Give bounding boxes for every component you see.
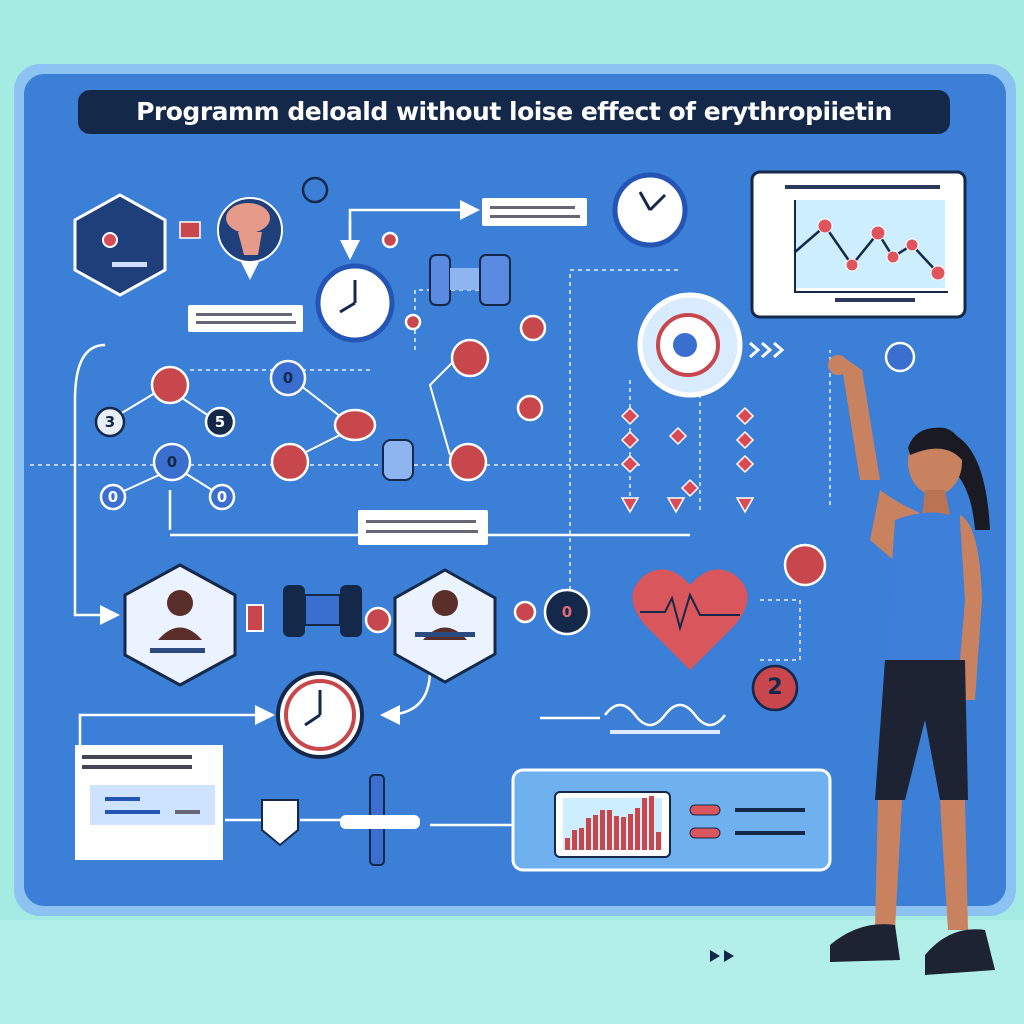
label-box (358, 510, 488, 545)
clock-icon (315, 263, 395, 343)
bar (593, 815, 598, 850)
bar (642, 798, 647, 850)
node-label: 0 (282, 369, 294, 387)
bar (649, 796, 654, 850)
capsule-icon (382, 439, 414, 481)
list-card (75, 745, 223, 860)
node-label: 5 (214, 413, 226, 431)
molecule-nodes (94, 176, 916, 712)
bar (600, 810, 605, 850)
bar (565, 838, 570, 850)
hexagon-card-top (73, 193, 167, 297)
bar (628, 814, 633, 850)
bar (614, 816, 619, 850)
bar (607, 810, 612, 850)
node-label: 0 (107, 488, 119, 506)
label-box (482, 198, 587, 226)
node-label: 2 (767, 675, 783, 700)
shield-icon (261, 799, 299, 847)
clock-icon (276, 671, 364, 759)
small-red-tag (246, 604, 264, 632)
node-label: 0 (216, 488, 228, 506)
node-label: 3 (104, 413, 116, 431)
bar (635, 808, 640, 850)
bar (621, 817, 626, 850)
bar (572, 830, 577, 850)
node-label: 0 (166, 453, 178, 471)
bar-chart-card (511, 768, 832, 872)
chevron-arrows-icon (749, 341, 785, 359)
hexagon-card-person-2 (393, 568, 497, 684)
diamond-chain (620, 406, 755, 514)
page-title: Programm deloald without loise effect of… (78, 90, 950, 134)
brain-icon (217, 197, 283, 263)
line-chart-card (750, 170, 967, 319)
small-red-tag (179, 221, 201, 239)
hexagon-card-person-1 (123, 563, 237, 687)
bar (579, 828, 584, 850)
dumbbell-icon (429, 254, 511, 306)
gauge-icon (637, 292, 743, 398)
wave-line (604, 703, 726, 727)
dumbbell-icon (283, 585, 362, 637)
dumbbell-icon (340, 774, 420, 866)
label-box (188, 305, 303, 332)
bar (656, 832, 661, 850)
node-label: 0 (561, 603, 573, 621)
label-line (610, 730, 720, 734)
bar-series (565, 796, 661, 850)
woman-figure (828, 355, 995, 975)
play-arrows-icon (710, 950, 734, 962)
bar (586, 818, 591, 850)
clock-icon (612, 172, 688, 248)
heart-rate-icon (632, 569, 748, 670)
